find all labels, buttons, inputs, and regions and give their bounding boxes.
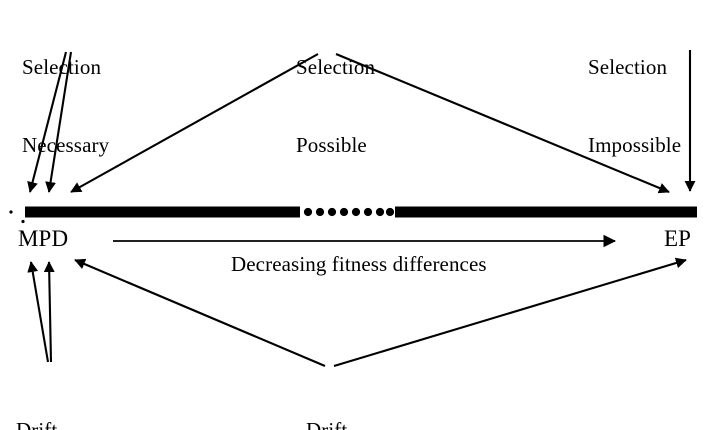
label-selection-necessary: Selection Necessary [22,2,109,210]
label-drift-impossible: Drift Impossible [16,365,109,430]
label-selection-impossible-line1: Selection [588,55,668,79]
stray-dot-below-icon [21,219,25,224]
axis-left-endpoint-label: MPD [18,226,69,251]
continuum-bar-left-segment [25,206,300,218]
label-drift-possible-line1: Drift [306,418,348,430]
selection-possible-arrow-right [335,53,670,194]
axis-caption-decreasing-fitness-differences: Decreasing fitness differences [231,252,487,276]
drift-impossible-arrow-a [27,261,50,363]
label-selection-necessary-line1: Selection [22,55,102,79]
selection-necessary-arrow-a [27,51,68,193]
label-selection-possible-line1: Selection [296,55,376,79]
selection-necessary-arrow-b [45,51,73,193]
drift-impossible-arrow-b [43,261,55,363]
label-drift-possible: Drift Possible [306,365,377,430]
drift-possible-arrow-left [74,258,326,367]
label-selection-impossible-line2: Impossible [588,133,682,157]
drift-possible-arrow-right [333,257,687,368]
continuum-bar-right-segment [395,206,697,218]
continuum-bar-dotted-gap [303,207,395,217]
label-selection-possible-line2: Possible [296,133,367,157]
fitness-difference-continuum-bar [25,206,697,218]
selection-possible-arrow-left [70,53,319,193]
label-selection-impossible: Selection Impossible [588,2,681,210]
label-selection-necessary-line2: Necessary [22,133,110,157]
axis-right-endpoint-label: EP [664,226,692,251]
stray-dot-left-icon [9,210,13,214]
label-drift-impossible-line1: Drift [16,418,58,430]
label-selection-possible: Selection Possible [296,2,375,210]
